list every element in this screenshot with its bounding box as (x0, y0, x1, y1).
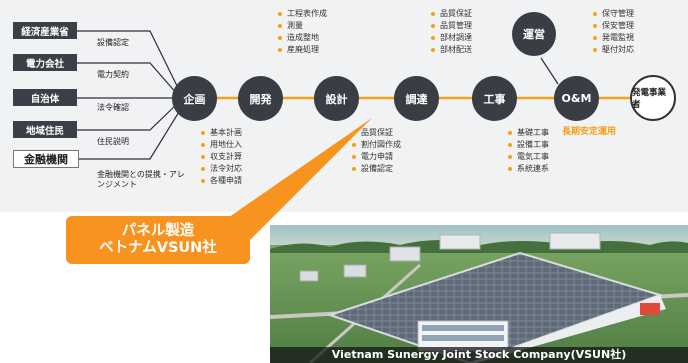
connector-line (77, 102, 179, 131)
list-item: 造成整地 (278, 32, 327, 44)
list-item: 設備認定 (352, 163, 401, 175)
relation-label: 設備認定 (97, 38, 129, 47)
bullet-dot (201, 155, 205, 159)
bullet-dot (201, 167, 205, 171)
bullet-dot (431, 48, 435, 52)
bullet-dot (431, 36, 435, 40)
bullet-dot (201, 143, 205, 147)
bullet-dot (508, 143, 512, 147)
list-item: 収支計算 (201, 151, 242, 163)
callout-line-2: ベトナムVSUN社 (99, 240, 217, 256)
operation-connector (540, 57, 559, 85)
list-item: 法令対応 (201, 163, 242, 175)
bullet-dot (431, 12, 435, 16)
node-om: O&M (554, 76, 599, 121)
bullet-dot (508, 155, 512, 159)
connector-line (77, 30, 181, 93)
list-item: 系統連系 (508, 163, 549, 175)
list-item: 各種申請 (201, 175, 242, 187)
list-item: 品質保証 (431, 8, 472, 20)
node-planning: 企画 (172, 76, 217, 121)
factory-illustration (270, 225, 688, 363)
bullet-dot (201, 131, 205, 135)
list-item: 基本計画 (201, 127, 242, 139)
callout-line-1: パネル製造 (121, 223, 195, 239)
bullet-dot (352, 155, 356, 159)
bullet-dot (278, 36, 282, 40)
list-item: 測量 (278, 20, 327, 32)
stakeholder-power-company: 電力会社 (13, 54, 77, 71)
bullet-dot (593, 12, 597, 16)
stakeholder-residents: 地域住民 (13, 121, 77, 138)
bullet-dot (431, 24, 435, 28)
list-item: 割付図作成 (352, 139, 401, 151)
list-item: 保守管理 (593, 8, 634, 20)
procurement-task-list: 品質保証 品質管理 部材調達 部材配送 (431, 8, 472, 56)
bullet-dot (201, 179, 205, 183)
list-item: 電気工事 (508, 151, 549, 163)
bullet-dot (508, 131, 512, 135)
list-item: 産廃処理 (278, 44, 327, 56)
design-task-list: 品質保証 割付図作成 電力申請 設備認定 (352, 127, 401, 175)
stakeholder-meti: 経済産業省 (13, 22, 77, 39)
bullet-dot (593, 24, 597, 28)
list-item: 基礎工事 (508, 127, 549, 139)
bullet-dot (278, 12, 282, 16)
stakeholder-municipality: 自治体 (13, 89, 77, 106)
node-operation: 運営 (512, 12, 556, 56)
photo-caption: Vietnam Sunergy Joint Stock Company(VSUN… (270, 347, 688, 363)
relation-label: 法令確認 (97, 103, 129, 112)
list-item: 工程表作成 (278, 8, 327, 20)
bullet-dot (593, 48, 597, 52)
connector-line (77, 62, 179, 96)
om-task-list: 保守管理 保安管理 発電監視 駆付対応 (593, 8, 634, 56)
list-item: 設備工事 (508, 139, 549, 151)
callout-pointer (222, 118, 372, 240)
construction-task-list: 基礎工事 設備工事 電気工事 系統連系 (508, 127, 549, 175)
list-item: 電力申請 (352, 151, 401, 163)
node-procurement: 調達 (394, 76, 439, 121)
list-item: 用地仕入 (201, 139, 242, 151)
bullet-dot (278, 48, 282, 52)
relation-label: 電力契約 (97, 70, 129, 79)
bullet-dot (352, 131, 356, 135)
node-development: 開発 (238, 76, 283, 121)
bullet-dot (278, 24, 282, 28)
node-power-producer: 発電事業者 (630, 75, 676, 121)
stakeholder-financial: 金融機関 (13, 150, 79, 168)
node-construction: 工事 (472, 76, 517, 121)
bullet-dot (593, 36, 597, 40)
list-item: 品質保証 (352, 127, 401, 139)
om-note: 長期安定運用 (562, 127, 617, 137)
list-item: 部材配送 (431, 44, 472, 56)
list-item: 保安管理 (593, 20, 634, 32)
callout-panel-manufacturer: パネル製造 ベトナムVSUN社 (66, 216, 250, 264)
relation-label: 住民説明 (97, 137, 129, 146)
list-item: 品質管理 (431, 20, 472, 32)
list-item: 駆付対応 (593, 44, 634, 56)
factory-photo: Vietnam Sunergy Joint Stock Company(VSUN… (270, 225, 688, 363)
planning-task-list: 基本計画 用地仕入 収支計算 法令対応 各種申請 (201, 127, 242, 187)
list-item: 発電監視 (593, 32, 634, 44)
list-item: 部材調達 (431, 32, 472, 44)
relation-label: 金融機関との提携・アレンジメント (97, 170, 185, 189)
bullet-dot (352, 143, 356, 147)
connector-line (77, 106, 183, 160)
bullet-dot (352, 167, 356, 171)
development-task-list: 工程表作成 測量 造成整地 産廃処理 (278, 8, 327, 56)
bullet-dot (508, 167, 512, 171)
node-design: 設計 (314, 76, 359, 121)
